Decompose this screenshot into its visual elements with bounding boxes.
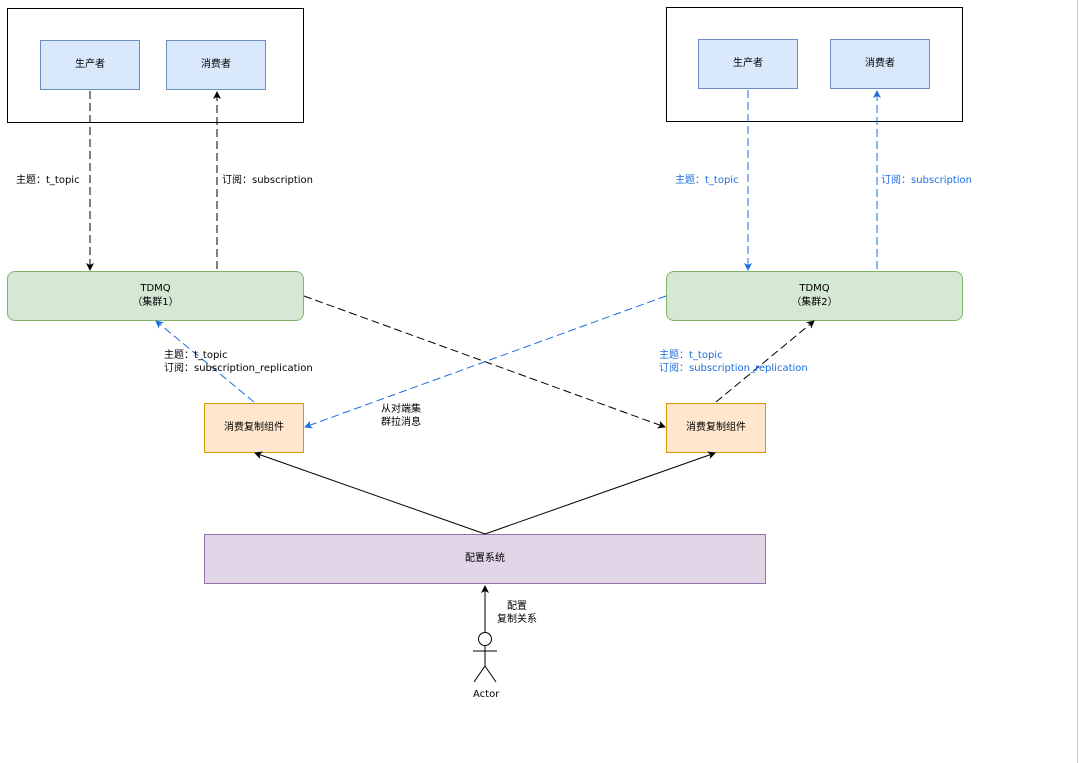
actor-icon: [473, 632, 497, 683]
label-left-topic: 主题：t_topic: [16, 175, 80, 186]
tdmq1-subtitle: （集群1）: [132, 297, 179, 308]
right-border-line: [1077, 0, 1078, 763]
edge-config-to-replication-right: [484, 451, 716, 535]
actor-label: Actor: [473, 689, 500, 700]
tdmq-cluster2-node[interactable]: TDMQ （集群2）: [666, 271, 963, 321]
edge-config-to-replication-left: [254, 451, 486, 535]
replication-right-label: 消费复制组件: [686, 422, 746, 433]
left-consumer-label: 消费者: [201, 59, 231, 70]
label-config-line2: 复制关系: [497, 614, 537, 625]
right-producer-node[interactable]: 生产者: [698, 39, 798, 89]
tdmq2-subtitle: （集群2）: [791, 297, 838, 308]
right-producer-label: 生产者: [733, 58, 763, 69]
replication-left-node[interactable]: 消费复制组件: [204, 403, 304, 453]
left-producer-label: 生产者: [75, 59, 105, 70]
replication-right-node[interactable]: 消费复制组件: [666, 403, 766, 453]
label-left-subscription: 订阅：subscription: [222, 175, 313, 186]
label-right-subscription: 订阅：subscription: [881, 175, 972, 186]
left-consumer-node[interactable]: 消费者: [166, 40, 266, 90]
left-producer-node[interactable]: 生产者: [40, 40, 140, 90]
right-consumer-node[interactable]: 消费者: [830, 39, 930, 89]
label-pull-line2: 群拉消息: [381, 417, 421, 428]
edge-tdmq2-to-replication-left: [304, 295, 667, 429]
config-system-label: 配置系统: [465, 553, 505, 564]
config-system-node[interactable]: 配置系统: [204, 534, 766, 584]
label-rep-left-topic: 主题：t_topic: [164, 350, 228, 361]
right-consumer-label: 消费者: [865, 58, 895, 69]
label-pull-line1: 从对端集: [381, 404, 421, 415]
edge-replication-left-to-tdmq1: [155, 320, 255, 403]
label-right-topic: 主题：t_topic: [675, 175, 739, 186]
label-config-line1: 配置: [507, 601, 527, 612]
tdmq-cluster1-node[interactable]: TDMQ （集群1）: [7, 271, 304, 321]
label-rep-right-subscription: 订阅：subscription_replication: [659, 363, 808, 374]
tdmq1-title: TDMQ: [140, 283, 171, 294]
label-rep-right-topic: 主题：t_topic: [659, 350, 723, 361]
replication-left-label: 消费复制组件: [224, 422, 284, 433]
label-rep-left-subscription: 订阅：subscription_replication: [164, 363, 313, 374]
edge-replication-right-to-tdmq2: [715, 320, 815, 403]
tdmq2-title: TDMQ: [799, 283, 830, 294]
